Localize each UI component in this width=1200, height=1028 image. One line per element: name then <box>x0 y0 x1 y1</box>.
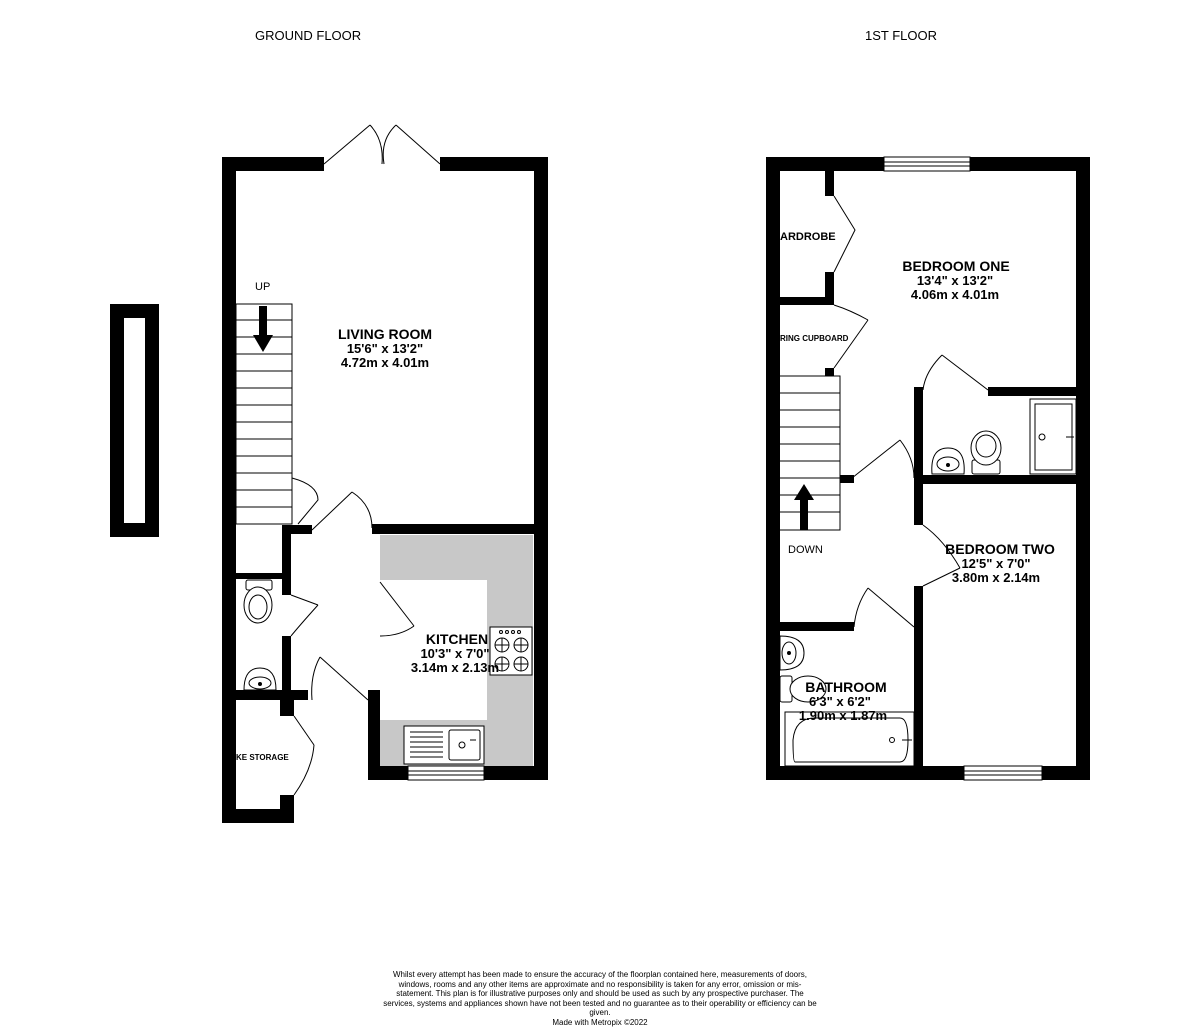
bathroom-label: BATHROOM 6'3" x 6'2" 1.90m x 1.87m <box>799 679 887 723</box>
living-room-metric: 4.72m x 4.01m <box>341 355 429 370</box>
bathroom-basin-icon <box>779 635 805 671</box>
kitchen-window <box>407 765 485 781</box>
disclaimer-text: Whilst every attempt has been made to en… <box>383 970 817 1017</box>
stairs-up-label: UP <box>255 281 270 293</box>
ground-floor-walls <box>222 157 548 823</box>
bathroom-metric: 1.90m x 1.87m <box>799 708 887 723</box>
kitchen-label: KITCHEN 10'3" x 7'0" 3.14m x 2.13m <box>411 631 499 675</box>
disclaimer: Whilst every attempt has been made to en… <box>380 970 820 1027</box>
bedroom-one-label: BEDROOM ONE 13'4" x 13'2" 4.06m x 4.01m <box>902 258 1009 302</box>
kitchen-sink-icon <box>403 725 485 765</box>
bedroom-one-window <box>883 156 971 172</box>
bedroom-two-metric: 3.80m x 2.14m <box>952 570 1040 585</box>
ground-floor-title: GROUND FLOOR <box>255 28 361 43</box>
bedroom-two-label: BEDROOM TWO 12'5" x 7'0" 3.80m x 2.14m <box>945 541 1055 585</box>
toilet-icon <box>243 579 273 624</box>
ground-door-swings <box>290 477 415 796</box>
first-door-swings <box>833 195 989 628</box>
airing-cupboard-label: RING CUPBOARD <box>780 334 849 343</box>
bedroom-one-imperial: 13'4" x 13'2" <box>917 273 993 288</box>
disclaimer-credit: Made with Metropix ©2022 <box>552 1017 648 1027</box>
ensuite-toilet-icon <box>970 430 1002 475</box>
shower-icon <box>1029 398 1077 475</box>
stairs-down-label: DOWN <box>788 544 823 556</box>
bedroom-two-window <box>963 765 1043 781</box>
first-floor-walls <box>766 157 1090 780</box>
bedroom-one-metric: 4.06m x 4.01m <box>911 287 999 302</box>
wc-basin-icon <box>243 667 277 691</box>
living-room-name: LIVING ROOM <box>338 326 432 342</box>
bike-storage-label: KE STORAGE <box>236 753 289 762</box>
kitchen-metric: 3.14m x 2.13m <box>411 660 499 675</box>
living-room-imperial: 15'6" x 13'2" <box>347 341 423 356</box>
kitchen-name: KITCHEN <box>426 631 488 647</box>
bedroom-two-name: BEDROOM TWO <box>945 541 1055 557</box>
bedroom-two-imperial: 12'5" x 7'0" <box>961 556 1030 571</box>
kitchen-imperial: 10'3" x 7'0" <box>420 646 489 661</box>
bathroom-toilet-icon <box>779 675 827 703</box>
stairs-down-arrow-icon <box>794 484 814 530</box>
kitchen-worktop <box>380 535 533 766</box>
hob-icon <box>489 626 533 676</box>
bathroom-imperial: 6'3" x 6'2" <box>809 694 871 709</box>
bath-icon <box>784 711 915 767</box>
wardrobe-label: ARDROBE <box>780 231 836 243</box>
french-doors <box>323 124 441 165</box>
bedroom-one-name: BEDROOM ONE <box>902 258 1009 274</box>
bathroom-name: BATHROOM <box>805 679 886 695</box>
stairs-up-arrow-icon <box>253 306 273 352</box>
first-floor-title: 1ST FLOOR <box>865 28 937 43</box>
living-room-label: LIVING ROOM 15'6" x 13'2" 4.72m x 4.01m <box>338 326 432 370</box>
outbuilding <box>110 304 159 537</box>
ensuite-basin-icon <box>931 447 965 475</box>
